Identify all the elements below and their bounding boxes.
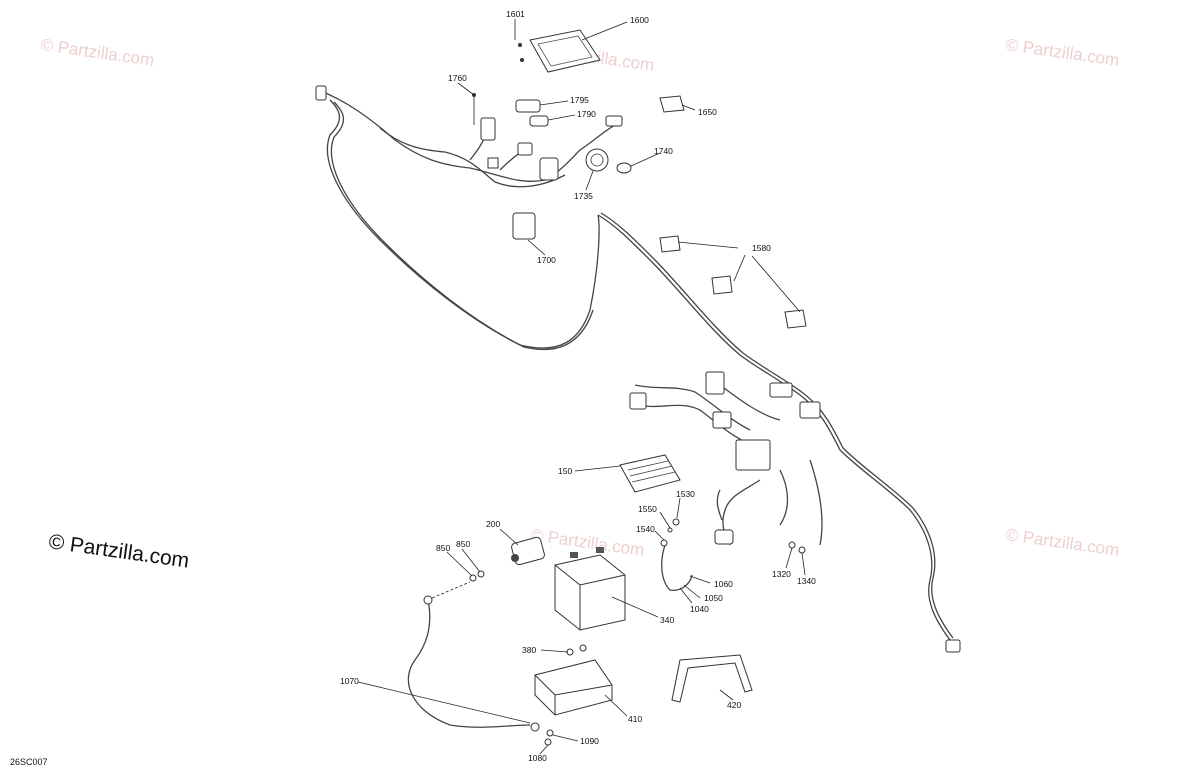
watermark: © Partzilla.com [39,35,155,70]
callout-1040: 1040 [690,604,709,614]
callout-200: 200 [486,519,500,529]
battery-340 [554,547,626,631]
battery-strap-420 [671,654,753,703]
connector [315,85,327,101]
callout-340: 340 [660,615,674,625]
connector [539,157,559,181]
callout-1090: 1090 [580,736,599,746]
callout-1735: 1735 [574,191,593,201]
connector [705,371,725,395]
voltage-regulator-150 [619,454,681,493]
diagram-code: 26SC007 [10,757,48,767]
digital-display-1600 [518,29,601,73]
callout-1080: 1080 [528,753,547,763]
rear-wiring-harness [629,371,961,653]
callouts: 1601 1600 1760 1795 1790 1650 1740 1735 … [340,9,816,763]
cap-1740 [616,162,632,174]
callout-1530: 1530 [676,489,695,499]
callout-1070: 1070 [340,676,359,686]
callout-1795: 1795 [570,95,589,105]
battery-tray-410 [534,659,613,716]
watermark: © Partzilla.com [1004,525,1120,560]
callout-1700: 1700 [537,255,556,265]
callout-1050: 1050 [704,593,723,603]
callout-1760: 1760 [448,73,467,83]
switch-1795 [515,99,541,113]
callout-850-a: 850 [436,543,450,553]
callout-850-b: 850 [456,539,470,549]
fuse-box [735,439,771,471]
callout-1601: 1601 [506,9,525,19]
connector [487,157,499,169]
callout-1060: 1060 [714,579,733,589]
callout-1580: 1580 [752,243,771,253]
leader-lines [357,19,806,755]
socket-1735 [585,148,609,172]
connector [629,392,647,410]
connector [945,639,961,653]
callout-150: 150 [558,466,572,476]
watermark: © Partzilla.com [529,525,645,560]
callout-1320: 1320 [772,569,791,579]
relay-1700 [512,212,536,240]
connector-1650 [659,95,685,113]
connector [605,115,623,127]
connector [714,529,734,545]
battery-cables [407,544,693,732]
partzilla-watermark: © Partzilla.com [47,530,190,572]
front-wiring-harness [315,85,804,396]
connector [517,142,533,156]
callout-1600: 1600 [630,15,649,25]
callout-380: 380 [522,645,536,655]
sensor-1790 [529,115,549,127]
fastener-1760 [472,93,476,125]
callout-1540: 1540 [636,524,655,534]
callout-410: 410 [628,714,642,724]
clamps-1580 [659,235,807,329]
callout-1650: 1650 [698,107,717,117]
watermark: © Partzilla.com [1004,35,1120,70]
callout-1740: 1740 [654,146,673,156]
callout-1790: 1790 [577,109,596,119]
connector [712,411,732,429]
connector [480,117,496,141]
starter-solenoid-200 [511,536,545,566]
connector [769,382,793,398]
connector [799,401,821,419]
callout-1340: 1340 [797,576,816,586]
callout-420: 420 [727,700,741,710]
callout-1550: 1550 [638,504,657,514]
